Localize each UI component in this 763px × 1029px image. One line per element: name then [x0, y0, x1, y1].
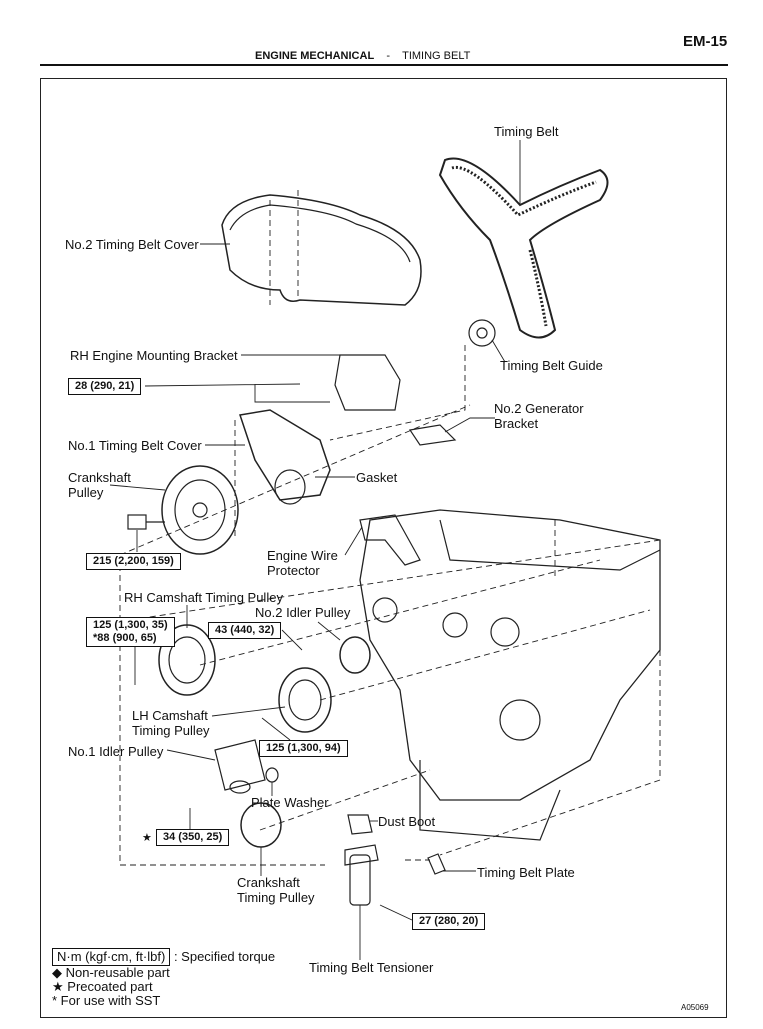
timing-belt-guide-shape [468, 319, 496, 347]
torque-no1-idler-bolt: 34 (350, 25) [156, 829, 230, 846]
no2-idler-pulley-shape [339, 636, 371, 674]
label-rh-camshaft-timing-pulley: RH Camshaft Timing Pulley [124, 590, 283, 605]
page-number: EM-15 [683, 33, 728, 50]
no2-timing-belt-cover-shape [221, 194, 422, 306]
diagram-frame [40, 78, 727, 1018]
legend-non-reusable: ◆ Non-reusable part [52, 966, 275, 980]
header-separator: - [386, 50, 391, 62]
label-no1-timing-belt-cover: No.1 Timing Belt Cover [68, 438, 202, 453]
label-gasket: Gasket [356, 470, 398, 485]
label-no2-idler-pulley: No.2 Idler Pulley [255, 605, 351, 620]
subsection-title: TIMING BELT [402, 50, 471, 62]
label-line: Engine Wire [267, 548, 338, 563]
rh-bracket-shape [334, 354, 401, 411]
label-line: LH Camshaft [132, 708, 208, 723]
no1-timing-belt-cover-shape [239, 409, 331, 501]
label-line: No.2 Generator [494, 401, 584, 416]
figure-id: A05069 [681, 1003, 709, 1012]
label-rh-engine-mounting-bracket: RH Engine Mounting Bracket [70, 348, 238, 363]
torque-rh-camshaft-bolt: 125 (1,300, 35)*88 (900, 65) [86, 617, 175, 647]
label-dust-boot: Dust Boot [378, 814, 436, 829]
precoated-star-icon: ★ [142, 832, 152, 844]
torque-unit-desc: : Specified torque [173, 949, 276, 964]
no1-idler-pulley-shape [214, 739, 266, 791]
section-header: ENGINE MECHANICAL - TIMING BELT [255, 50, 470, 62]
legend-torque: N·m (kgf·cm, ft·lbf) : Specified torque [52, 948, 275, 966]
engine-block-shape [359, 509, 661, 801]
label-line: Crankshaft [68, 470, 131, 485]
label-line: Protector [267, 563, 320, 578]
label-timing-belt: Timing Belt [494, 124, 559, 139]
legend-precoated: ★ Precoated part [52, 980, 275, 994]
legend-precoated-text: Precoated part [67, 979, 153, 994]
torque-unit-box: N·m (kgf·cm, ft·lbf) [52, 948, 171, 966]
torque-lh-camshaft-bolt: 125 (1,300, 94) [259, 740, 348, 757]
legend-non-reusable-text: Non-reusable part [65, 965, 170, 980]
label-timing-belt-guide: Timing Belt Guide [500, 358, 603, 373]
generator-bracket-shape [408, 424, 457, 446]
label-no1-idler-pulley: No.1 Idler Pulley [68, 744, 164, 759]
label-line: Pulley [68, 485, 104, 500]
legend-sst: * For use with SST [52, 993, 161, 1008]
torque-no2-idler-bolt: 43 (440, 32) [208, 622, 282, 639]
timing-belt-shape [438, 157, 609, 339]
star-icon: ★ [52, 979, 64, 994]
label-line: Bracket [494, 416, 539, 431]
label-timing-belt-plate: Timing Belt Plate [477, 865, 575, 880]
torque-line: 125 (1,300, 35) [93, 619, 168, 631]
label-no2-timing-belt-cover: No.2 Timing Belt Cover [65, 237, 199, 252]
lh-camshaft-pulley-shape [278, 667, 332, 733]
crankshaft-pulley-shape [161, 465, 239, 555]
header-rule [40, 64, 728, 66]
label-plate-washer: Plate Washer [251, 795, 329, 810]
section-title: ENGINE MECHANICAL [255, 50, 375, 62]
label-line: Crankshaft [237, 875, 300, 890]
legend: N·m (kgf·cm, ft·lbf) : Specified torque … [52, 948, 275, 1008]
label-timing-belt-tensioner: Timing Belt Tensioner [309, 960, 434, 975]
diamond-icon: ◆ [52, 965, 62, 980]
torque-tensioner-bolt: 27 (280, 20) [412, 913, 486, 930]
torque-crankshaft-pulley-bolt: 215 (2,200, 159) [86, 553, 181, 570]
torque-line: *88 (900, 65) [93, 632, 157, 644]
label-line: Timing Pulley [132, 723, 210, 738]
torque-bracket-bolt: 28 (290, 21) [68, 378, 142, 395]
label-line: Timing Pulley [237, 890, 315, 905]
